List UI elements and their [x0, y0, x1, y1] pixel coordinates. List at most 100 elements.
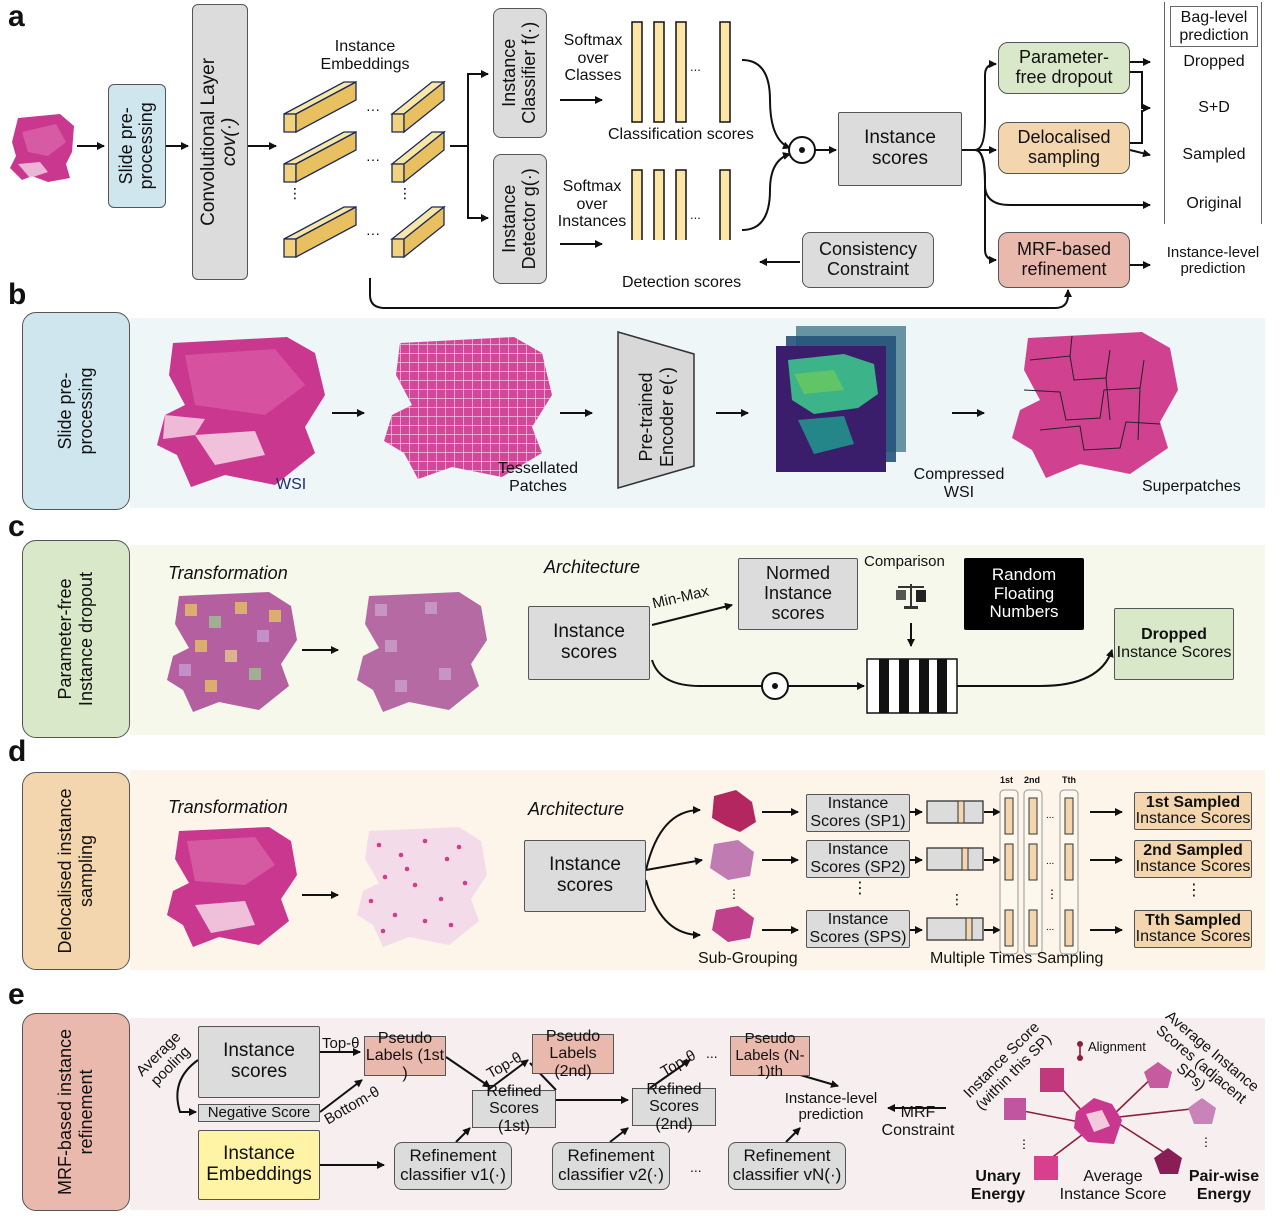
wsi-label: WSI — [276, 476, 307, 493]
encoder-trapezoid — [617, 331, 695, 489]
output-instance-level: Instance-level prediction — [1152, 240, 1274, 282]
transformation-label-c: Transformation — [168, 563, 288, 583]
instance-embedding-cubes: ··· ··· ··· ⋮ ⋮ — [283, 80, 446, 259]
dropped-rest-label: Instance Scores — [1116, 644, 1232, 661]
architecture-label-c: Architecture — [544, 557, 641, 577]
output-original: Original — [1158, 190, 1270, 218]
panel-d-side-box: Delocalised instance sampling — [22, 772, 130, 970]
sample-tth-label: Tth — [1062, 775, 1076, 785]
instance-scores-sps: Instance Scores (SPS) — [806, 910, 910, 948]
pseudo-labels-1: Pseudo Labels (1st ) — [364, 1029, 446, 1082]
refinement-classifier-n: Refinement classifier vN(·) — [728, 1142, 846, 1190]
wsi-image — [157, 337, 325, 487]
superpatches-image — [1012, 332, 1178, 478]
panel-c-side-label: Parameter-free Instance dropout — [55, 571, 96, 707]
sub-grouping-label: Sub-Grouping — [698, 950, 798, 967]
mrf-constraint-label: MRF Constraint — [881, 1104, 955, 1139]
dropout-tissue-before — [167, 592, 297, 712]
superpatches-label: Superpatches — [1142, 478, 1241, 495]
instance-scores-box-c: Instance scores — [528, 606, 650, 680]
instance-scores-sp1: Instance Scores (SP1) — [806, 794, 910, 832]
refined-scores-1: Refined Scores (1st) — [472, 1083, 556, 1135]
binary-mask — [866, 658, 958, 714]
pseudo-labels-2: Pseudo Labels (2nd) — [532, 1028, 614, 1080]
instance-detector-box: Instance Detector g(·) — [493, 154, 547, 284]
scale-icon — [896, 584, 926, 609]
pairwise-energy-label: Pair-wise Energy — [1188, 1168, 1260, 1203]
convolutional-layer-box: Convolutional Layer cov(·) — [192, 4, 248, 280]
panel-d-side-label: Delocalised instance sampling — [55, 788, 96, 954]
panel-letter-b: b — [8, 278, 27, 311]
sampled-1-bold: 1st Sampled — [1145, 794, 1241, 811]
dropped-scores-box: Dropped Instance Scores — [1114, 608, 1234, 680]
multiple-sampling-label: Multiple Times Sampling — [930, 950, 1104, 967]
energy-diagram: ⋮ ⋮ — [1004, 1062, 1216, 1180]
conv-function: cov(·) — [219, 117, 241, 167]
sampling-columns: ... ... ... ⋮ — [999, 789, 1079, 955]
sample-2nd-label: 2nd — [1024, 775, 1041, 785]
dropped-bold-label: Dropped — [1141, 626, 1207, 644]
panel-letter-d: d — [8, 735, 27, 768]
sampled-output-2: 2nd Sampled Instance Scores — [1134, 840, 1252, 878]
panel-letter-a: a — [8, 0, 25, 33]
svg-text:...: ... — [1046, 922, 1054, 933]
svg-text:···: ··· — [366, 225, 380, 241]
instance-embeddings-label: Instance Embeddings — [320, 38, 410, 73]
svg-text:···: ··· — [366, 101, 380, 117]
ellipsis-outputs: ⋮ — [1186, 882, 1202, 899]
sampled-1-rest: Instance Scores — [1135, 810, 1251, 827]
softmax-instances-label: Softmax over Instances — [557, 178, 627, 231]
ellipsis-detect-bars: ... — [690, 207, 701, 222]
wsi-thumbnail-a — [10, 114, 74, 182]
pseudo-labels-n: Pseudo Labels (N-1)th — [730, 1031, 810, 1080]
detection-scores-label: Detection scores — [622, 274, 742, 291]
conv-title: Convolutional Layer — [198, 58, 220, 226]
dropout-tissue-after — [357, 592, 487, 712]
normed-scores-box: Normed Instance scores — [738, 558, 858, 630]
bag-level-label: Bag-level prediction — [1170, 6, 1258, 48]
instance-scores-sp2: Instance Scores (SP2) — [806, 840, 910, 878]
slide-preprocessing-box: Slide pre-processing — [108, 84, 166, 208]
panel-b-side-label: Slide pre-processing — [55, 367, 96, 455]
ellipsis-e-bottom: ... — [690, 1159, 702, 1175]
sample-1st-label: 1st — [1000, 775, 1014, 785]
delocalised-sampling-box: Delocalised sampling — [998, 122, 1130, 174]
softmax-classes-label: Softmax over Classes — [563, 32, 623, 85]
sampling-sliders: ⋮ — [926, 800, 984, 941]
panel-e-side-label: MRF-based instance refinement — [55, 1028, 96, 1196]
svg-text:...: ... — [1046, 856, 1054, 867]
sampled-t-rest: Instance Scores — [1135, 928, 1251, 945]
refinement-classifier-2: Refinement classifier v2(·) — [552, 1142, 670, 1190]
svg-text:⋮: ⋮ — [288, 185, 302, 201]
instance-detector-label: Instance Detector g(·) — [499, 168, 539, 270]
instance-scores-box-a: Instance scores — [838, 112, 962, 186]
average-instance-score-label: Average Instance Score — [1059, 1168, 1167, 1203]
svg-text:···: ··· — [366, 151, 380, 167]
tessellated-label: Tessellated Patches — [497, 460, 579, 495]
negative-score-box: Negative Score — [198, 1104, 320, 1122]
instance-classifier-box: Instance Classifier f(·) — [493, 8, 547, 138]
convolutional-layer-label: Convolutional Layer cov(·) — [198, 58, 241, 226]
alignment-label: Alignment — [1088, 1039, 1146, 1054]
sampling-tissue-after — [357, 827, 487, 947]
svg-text:...: ... — [1046, 810, 1054, 821]
panel-c-side-box: Parameter-free Instance dropout — [22, 540, 130, 738]
panel-letter-e: e — [8, 978, 25, 1011]
architecture-label-d: Architecture — [528, 799, 625, 819]
compressed-wsi-label: Compressed WSI — [913, 466, 1005, 501]
comparison-label: Comparison — [864, 553, 945, 570]
instance-scores-box-d: Instance scores — [524, 840, 646, 912]
sampled-2-bold: 2nd Sampled — [1143, 842, 1243, 859]
encoder-label: Pre-trained Encoder e(·) — [636, 366, 677, 468]
refined-scores-2: Refined Scores (2nd) — [632, 1081, 716, 1133]
sampling-tissue-before — [167, 827, 297, 947]
svg-text:⋮: ⋮ — [950, 891, 964, 907]
svg-text:⋮: ⋮ — [728, 887, 740, 901]
top-theta-label-1: Top-θ — [322, 1035, 360, 1052]
sampled-2-rest: Instance Scores — [1135, 858, 1251, 875]
output-s-plus-d: S+D — [1158, 94, 1270, 122]
sub-group-tissues: ⋮ — [710, 790, 756, 942]
output-dropped: Dropped — [1158, 48, 1270, 76]
output-sampled: Sampled — [1158, 141, 1270, 169]
